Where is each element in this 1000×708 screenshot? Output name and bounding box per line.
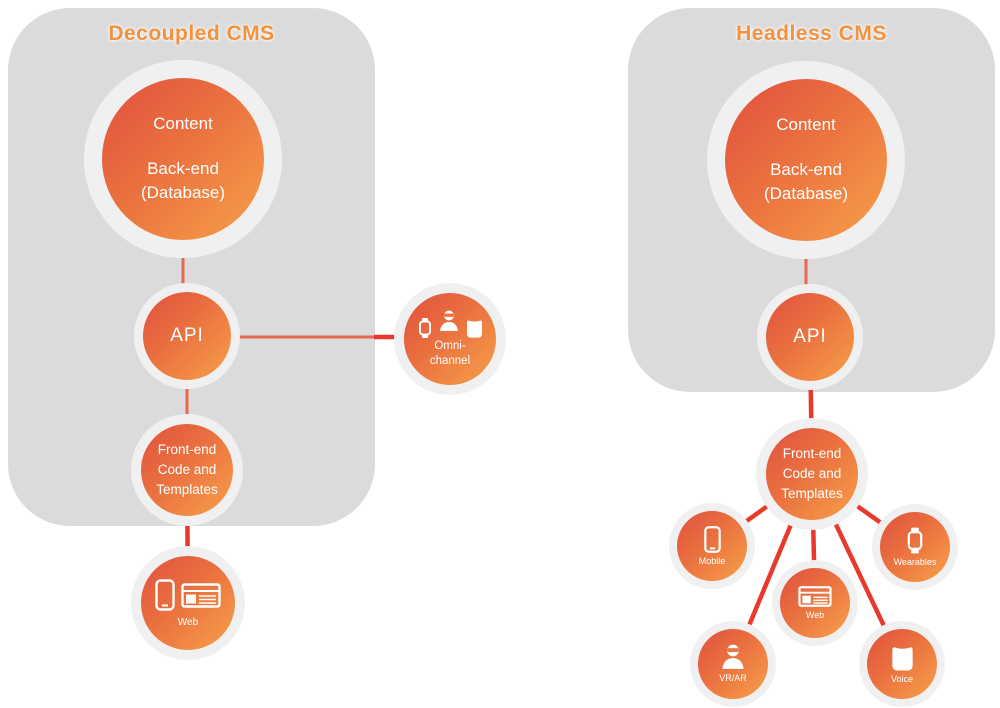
phone-icon	[155, 578, 175, 611]
frontend-label-3: Templates	[156, 482, 218, 498]
channel-web-disc: Web	[780, 568, 850, 638]
api-label: API	[170, 325, 204, 346]
channel-mobile-disc: Mobile	[677, 511, 747, 581]
decoupled-panel-title: Decoupled CMS	[108, 22, 275, 45]
decoupled-api-node: API	[134, 283, 240, 389]
backend-label-database: (Database)	[763, 184, 849, 204]
watch-icon	[907, 527, 923, 553]
omni-channel-node: Omni- channel	[394, 283, 506, 395]
frontend-label-1: Front-end	[782, 445, 842, 461]
speaker-icon	[466, 320, 482, 338]
decoupled-web-disc: Web	[141, 556, 235, 650]
frontend-label-1: Front-end	[157, 441, 217, 457]
decoupled-frontend-node: Front-end Code and Templates	[131, 414, 243, 526]
backend-label-content: Content	[153, 114, 213, 134]
channel-label: Web	[805, 609, 825, 620]
web-label: Web	[177, 616, 199, 628]
headless-api-disc: API	[766, 293, 854, 381]
headless-frontend-disc: Front-end Code and Templates	[766, 428, 858, 520]
browser-icon	[181, 582, 221, 608]
frontend-label-2: Code and	[157, 461, 217, 477]
omni-label-1: Omni-	[434, 339, 466, 352]
vr-person-icon	[722, 644, 744, 669]
headless-backend-disc: Content Back-end (Database)	[725, 79, 887, 241]
backend-label-content: Content	[776, 115, 836, 135]
channel-vrar-disc: VR/AR	[698, 629, 768, 699]
phone-icon	[703, 525, 721, 553]
channel-web-node: Web	[772, 560, 858, 646]
channel-mobile-node: Mobile	[669, 503, 755, 589]
channel-voice-disc: Voice	[867, 629, 937, 699]
channel-label: Wearables	[893, 556, 937, 567]
decoupled-web-node: Web	[131, 546, 245, 660]
backend-label-backend: Back-end	[147, 158, 219, 178]
backend-label-database: (Database)	[140, 183, 226, 203]
headless-panel-title: Headless CMS	[736, 22, 887, 45]
vr-person-icon	[439, 310, 458, 331]
api-label: API	[793, 326, 827, 347]
channel-label: Mobile	[698, 555, 726, 566]
decoupled-backend-disc: Content Back-end (Database)	[102, 78, 264, 240]
channel-voice-node: Voice	[859, 621, 945, 707]
channel-label: VR/AR	[719, 673, 747, 684]
channel-wearables-node: Wearables	[872, 504, 958, 590]
headless-backend-node: Content Back-end (Database)	[707, 61, 905, 259]
decoupled-frontend-disc: Front-end Code and Templates	[141, 424, 233, 516]
decoupled-api-disc: API	[143, 292, 231, 380]
channel-vrar-node: VR/AR	[690, 621, 776, 707]
headless-frontend-node: Front-end Code and Templates	[756, 418, 868, 530]
frontend-label-3: Templates	[781, 486, 843, 502]
channel-label: Voice	[890, 673, 914, 684]
watch-icon	[418, 317, 431, 338]
omni-channel-disc: Omni- channel	[404, 293, 496, 385]
speaker-icon	[891, 646, 913, 671]
omni-label-2: channel	[429, 354, 471, 367]
headless-api-node: API	[757, 284, 863, 390]
browser-icon	[798, 585, 832, 607]
decoupled-backend-node: Content Back-end (Database)	[84, 60, 282, 258]
frontend-label-2: Code and	[782, 465, 842, 481]
backend-label-backend: Back-end	[770, 159, 842, 179]
channel-wearables-disc: Wearables	[880, 512, 950, 582]
